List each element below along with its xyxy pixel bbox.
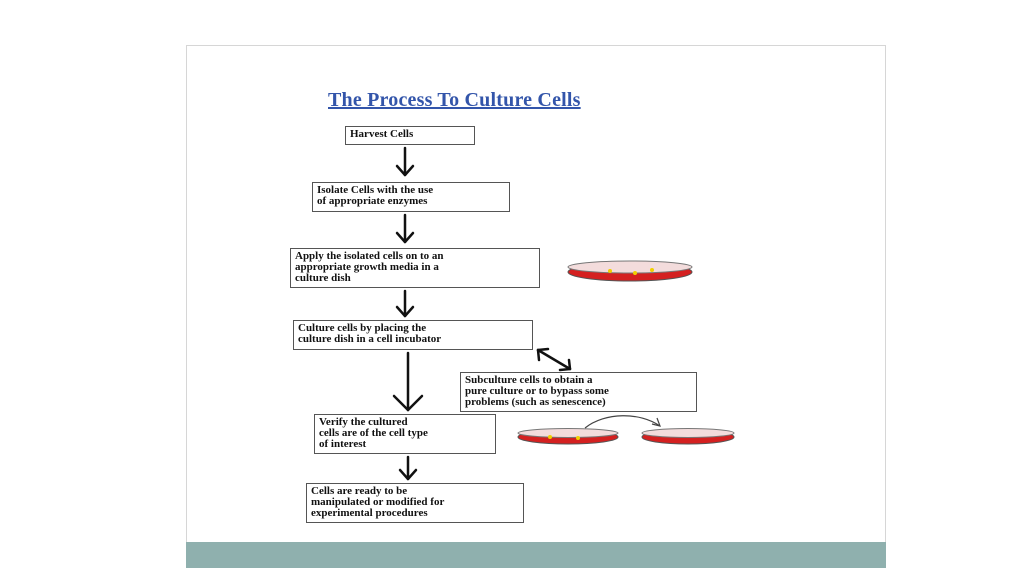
step-ready-label: Cells are ready to be manipulated or mod… xyxy=(311,485,445,519)
step-subculture-label: Subculture cells to obtain a pure cultur… xyxy=(465,374,609,408)
arrow-down-3 xyxy=(395,289,415,318)
footer-bar xyxy=(186,542,886,568)
step-subculture-cells: Subculture cells to obtain a pure cultur… xyxy=(460,372,697,412)
petri-dish-icon xyxy=(641,428,735,445)
step-harvest-label: Harvest Cells xyxy=(350,128,414,140)
petri-dish-icon xyxy=(567,260,693,282)
step-verify-label: Verify the cultured cells are of the cel… xyxy=(319,416,428,450)
diagram-title: The Process To Culture Cells xyxy=(328,89,581,111)
step-isolate-cells: Isolate Cells with the use of appropriat… xyxy=(312,182,510,212)
arrow-bidirectional xyxy=(536,347,572,372)
arrow-down-2 xyxy=(395,213,415,244)
step-apply-label: Apply the isolated cells on to an approp… xyxy=(295,250,444,284)
step-verify-cells: Verify the cultured cells are of the cel… xyxy=(314,414,496,454)
step-harvest-cells: Harvest Cells xyxy=(345,126,475,145)
arrow-down-long xyxy=(392,351,424,412)
arrow-down-4 xyxy=(398,455,418,481)
step-cells-ready: Cells are ready to be manipulated or mod… xyxy=(306,483,524,523)
step-culture-cells: Culture cells by placing the culture dis… xyxy=(293,320,533,350)
petri-dish-icon xyxy=(517,428,619,445)
step-culture-label: Culture cells by placing the culture dis… xyxy=(298,322,442,345)
step-isolate-label: Isolate Cells with the use of appropriat… xyxy=(317,184,434,207)
curved-arrow-icon xyxy=(584,415,661,429)
arrow-down-1 xyxy=(395,146,415,177)
slide xyxy=(186,45,886,568)
step-apply-cells: Apply the isolated cells on to an approp… xyxy=(290,248,540,288)
